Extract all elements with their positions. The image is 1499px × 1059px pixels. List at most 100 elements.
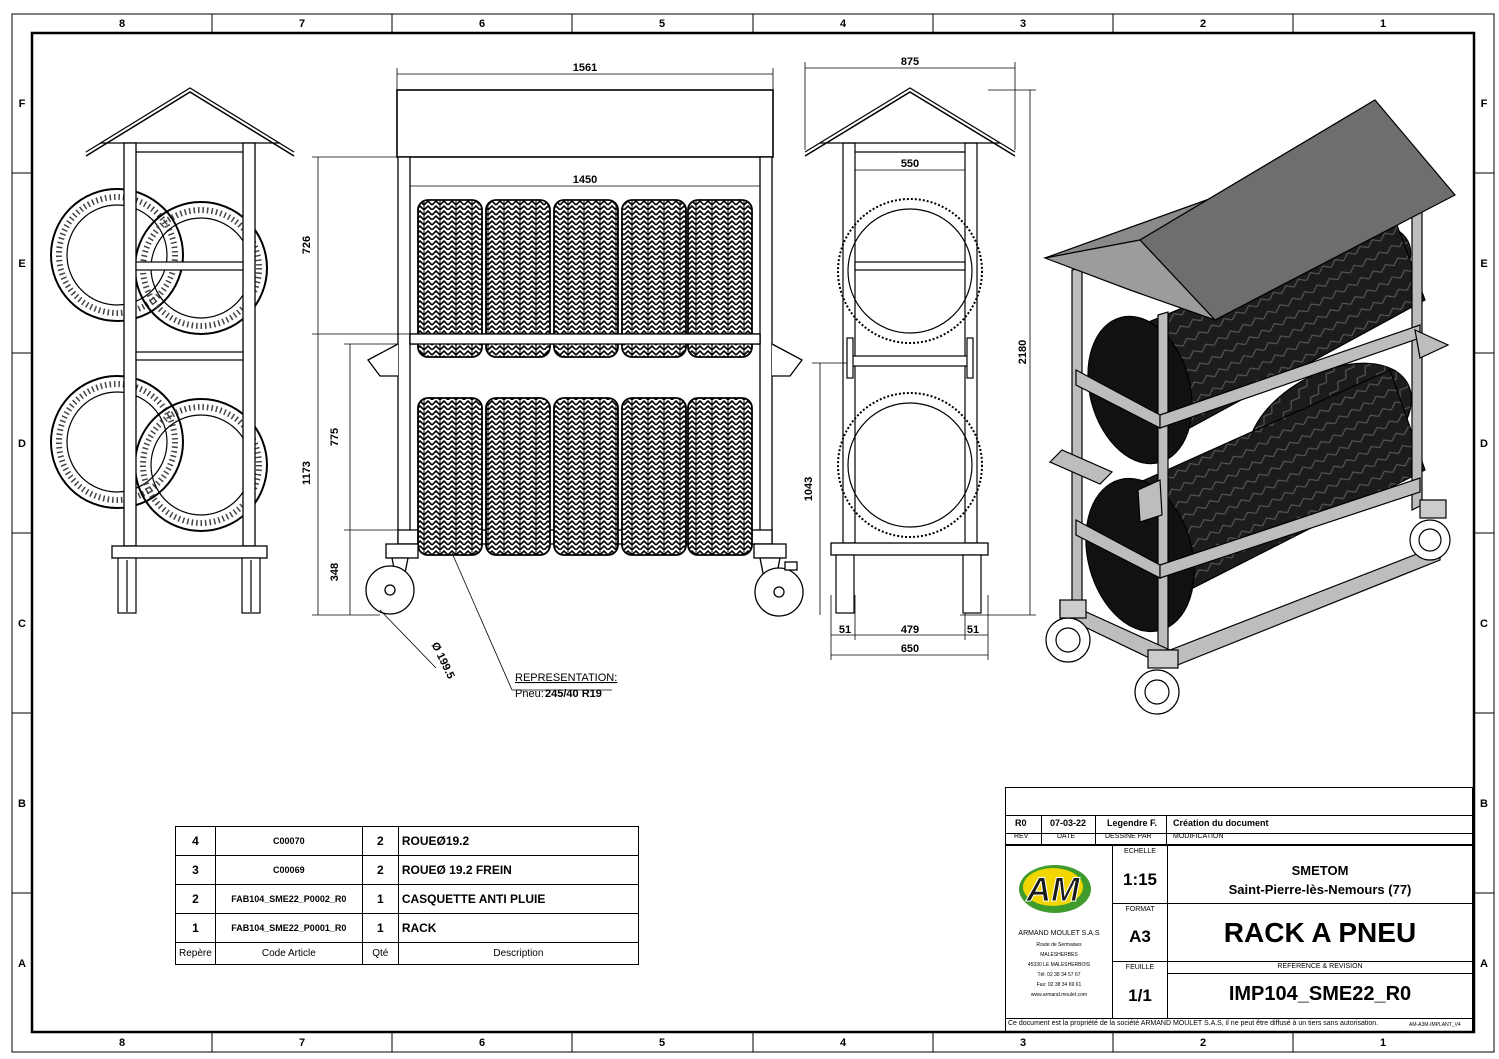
drawing-title: RACK A PNEU (1223, 917, 1417, 948)
zone-row-label: D (18, 438, 26, 450)
dim-base-total: 650 (901, 643, 919, 655)
table-header-row: Repère Code Article Qté Description (175, 942, 640, 965)
table-row: 3 C00069 2 ROUEØ 19.2 FREIN (175, 855, 640, 885)
representation-note: REPRESENTATION: Pneu: 245/40 R19 (515, 672, 617, 700)
company-fax: Fax: 02 38 34 69 61 (1036, 982, 1082, 988)
sheet-value: 1/1 (1128, 986, 1152, 1005)
header-desc: Description (397, 942, 640, 965)
part-code: C00070 (214, 826, 363, 856)
date-value: 07-03-22 (1050, 818, 1087, 828)
zone-col-label: 4 (840, 1037, 847, 1049)
zone-col-label: 8 (119, 1037, 125, 1049)
dim-height-lower: 1173 (301, 461, 313, 485)
part-qty: 1 (361, 913, 399, 943)
zone-col-label: 7 (299, 1037, 305, 1049)
zone-col-label: 5 (659, 1037, 665, 1049)
sheet-label: FEUILLE (1125, 964, 1155, 971)
zone-col-label: 3 (1020, 1037, 1026, 1049)
company-address3: 45330 LE MALESHERBOIS (1027, 962, 1091, 968)
dim-side-height: 1043 (803, 477, 815, 501)
date-label: DATE (1057, 833, 1076, 840)
dim-height-bottom: 348 (329, 563, 341, 581)
part-ref: 4 (175, 826, 216, 856)
zone-col-label: 3 (1020, 18, 1026, 30)
dim-front-inner-width: 1450 (573, 174, 597, 186)
header-qty: Qté (361, 942, 399, 965)
front-dimensions (312, 62, 1036, 691)
part-qty: 1 (361, 884, 399, 914)
reference-value: IMP104_SME22_R0 (1228, 983, 1412, 1005)
header-code: Code Article (214, 942, 363, 965)
company-address2: MALESHERBES (1040, 952, 1078, 958)
front-view (365, 89, 804, 617)
scale-label: ECHELLE (1124, 848, 1156, 855)
left-side-view (50, 87, 295, 614)
zone-row-label: A (1480, 958, 1488, 970)
zone-col-label: 2 (1200, 1037, 1206, 1049)
ref-label-cell (1167, 961, 1473, 974)
client-name: SMETOM (1291, 863, 1349, 878)
part-desc: RACK (397, 913, 640, 943)
representation-label: REPRESENTATION: (515, 672, 617, 684)
zone-labels: 8 7 6 5 4 3 2 1 8 7 6 5 4 3 2 1 F E D C … (18, 18, 1488, 1049)
dim-total-height: 2180 (1017, 340, 1029, 364)
company-name: ARMAND MOULET S.A.S (1018, 930, 1100, 937)
title-block: R0 07-03-22 Legendre F. Création du docu… (1005, 787, 1473, 1032)
zone-col-label: 8 (119, 18, 125, 30)
drawn-value: Legendre F. (1107, 818, 1158, 828)
zone-col-label: 2 (1200, 18, 1206, 30)
rev-label: REV (1014, 833, 1029, 840)
zone-col-label: 4 (840, 18, 847, 30)
client-location: Saint-Pierre-lès-Nemours (77) (1228, 882, 1412, 897)
zone-col-label: 5 (659, 18, 665, 30)
part-ref: 2 (175, 884, 216, 914)
format-label: FORMAT (1125, 906, 1155, 913)
rev-value: R0 (1015, 818, 1027, 828)
logo-text: AM (1026, 871, 1081, 909)
dim-base-middle: 479 (901, 624, 919, 636)
zone-row-label: E (1480, 258, 1487, 270)
modification-value: Création du document (1173, 818, 1269, 828)
table-row: 2 FAB104_SME22_P0002_R0 1 CASQUETTE ANTI… (175, 884, 640, 914)
part-ref: 3 (175, 855, 216, 885)
part-code: FAB104_SME22_P0001_R0 (214, 913, 363, 943)
parts-list-table: 4 C00070 2 ROUEØ19.2 3 C00069 2 ROUEØ 19… (175, 826, 640, 965)
drawing-frame (11, 13, 1495, 1053)
template-code: AM-A3M-IMPLANT_V4 (1409, 1022, 1461, 1028)
scale-value: 1:15 (1122, 870, 1158, 889)
dim-wheel-diameter: Ø 199.5 (429, 640, 457, 680)
part-qty: 2 (361, 826, 399, 856)
company-address1: Route de Sermaises (1036, 942, 1082, 948)
zone-row-label: E (18, 258, 25, 270)
right-side-view (804, 87, 1016, 614)
part-desc: ROUEØ19.2 (397, 826, 640, 856)
dim-side-width: 875 (901, 56, 919, 68)
table-row: 1 FAB104_SME22_P0001_R0 1 RACK (175, 913, 640, 943)
representation-tyre-size: 245/40 R19 (545, 688, 602, 700)
dim-height-top: 726 (301, 236, 313, 254)
representation-tyre-prefix: Pneu: (515, 688, 544, 700)
zone-col-label: 1 (1380, 18, 1386, 30)
disclaimer-text: Ce document est la propriété de la socié… (1008, 1020, 1379, 1027)
zone-col-label: 6 (479, 1037, 485, 1049)
dim-base-right: 51 (967, 624, 979, 636)
zone-col-label: 7 (299, 18, 305, 30)
zone-row-label: B (1480, 798, 1488, 810)
zone-row-label: F (19, 98, 26, 110)
zone-col-label: 6 (479, 18, 485, 30)
zone-row-label: D (1480, 438, 1488, 450)
isometric-view (1042, 99, 1456, 715)
part-desc: ROUEØ 19.2 FREIN (397, 855, 640, 885)
mod-label: MODIFICATION (1173, 833, 1224, 840)
dim-base-left: 51 (839, 624, 851, 636)
disclaimer-cell (1005, 1018, 1473, 1032)
part-code: FAB104_SME22_P0002_R0 (214, 884, 363, 914)
format-value: A3 (1129, 927, 1151, 946)
header-ref: Repère (175, 942, 216, 965)
zone-row-label: B (18, 798, 26, 810)
dim-height-middle: 775 (329, 428, 341, 446)
company-web: www.armand.moulet.com (1030, 992, 1088, 998)
drawn-label: DESSINE PAR (1105, 833, 1152, 840)
zone-row-label: C (18, 618, 26, 630)
